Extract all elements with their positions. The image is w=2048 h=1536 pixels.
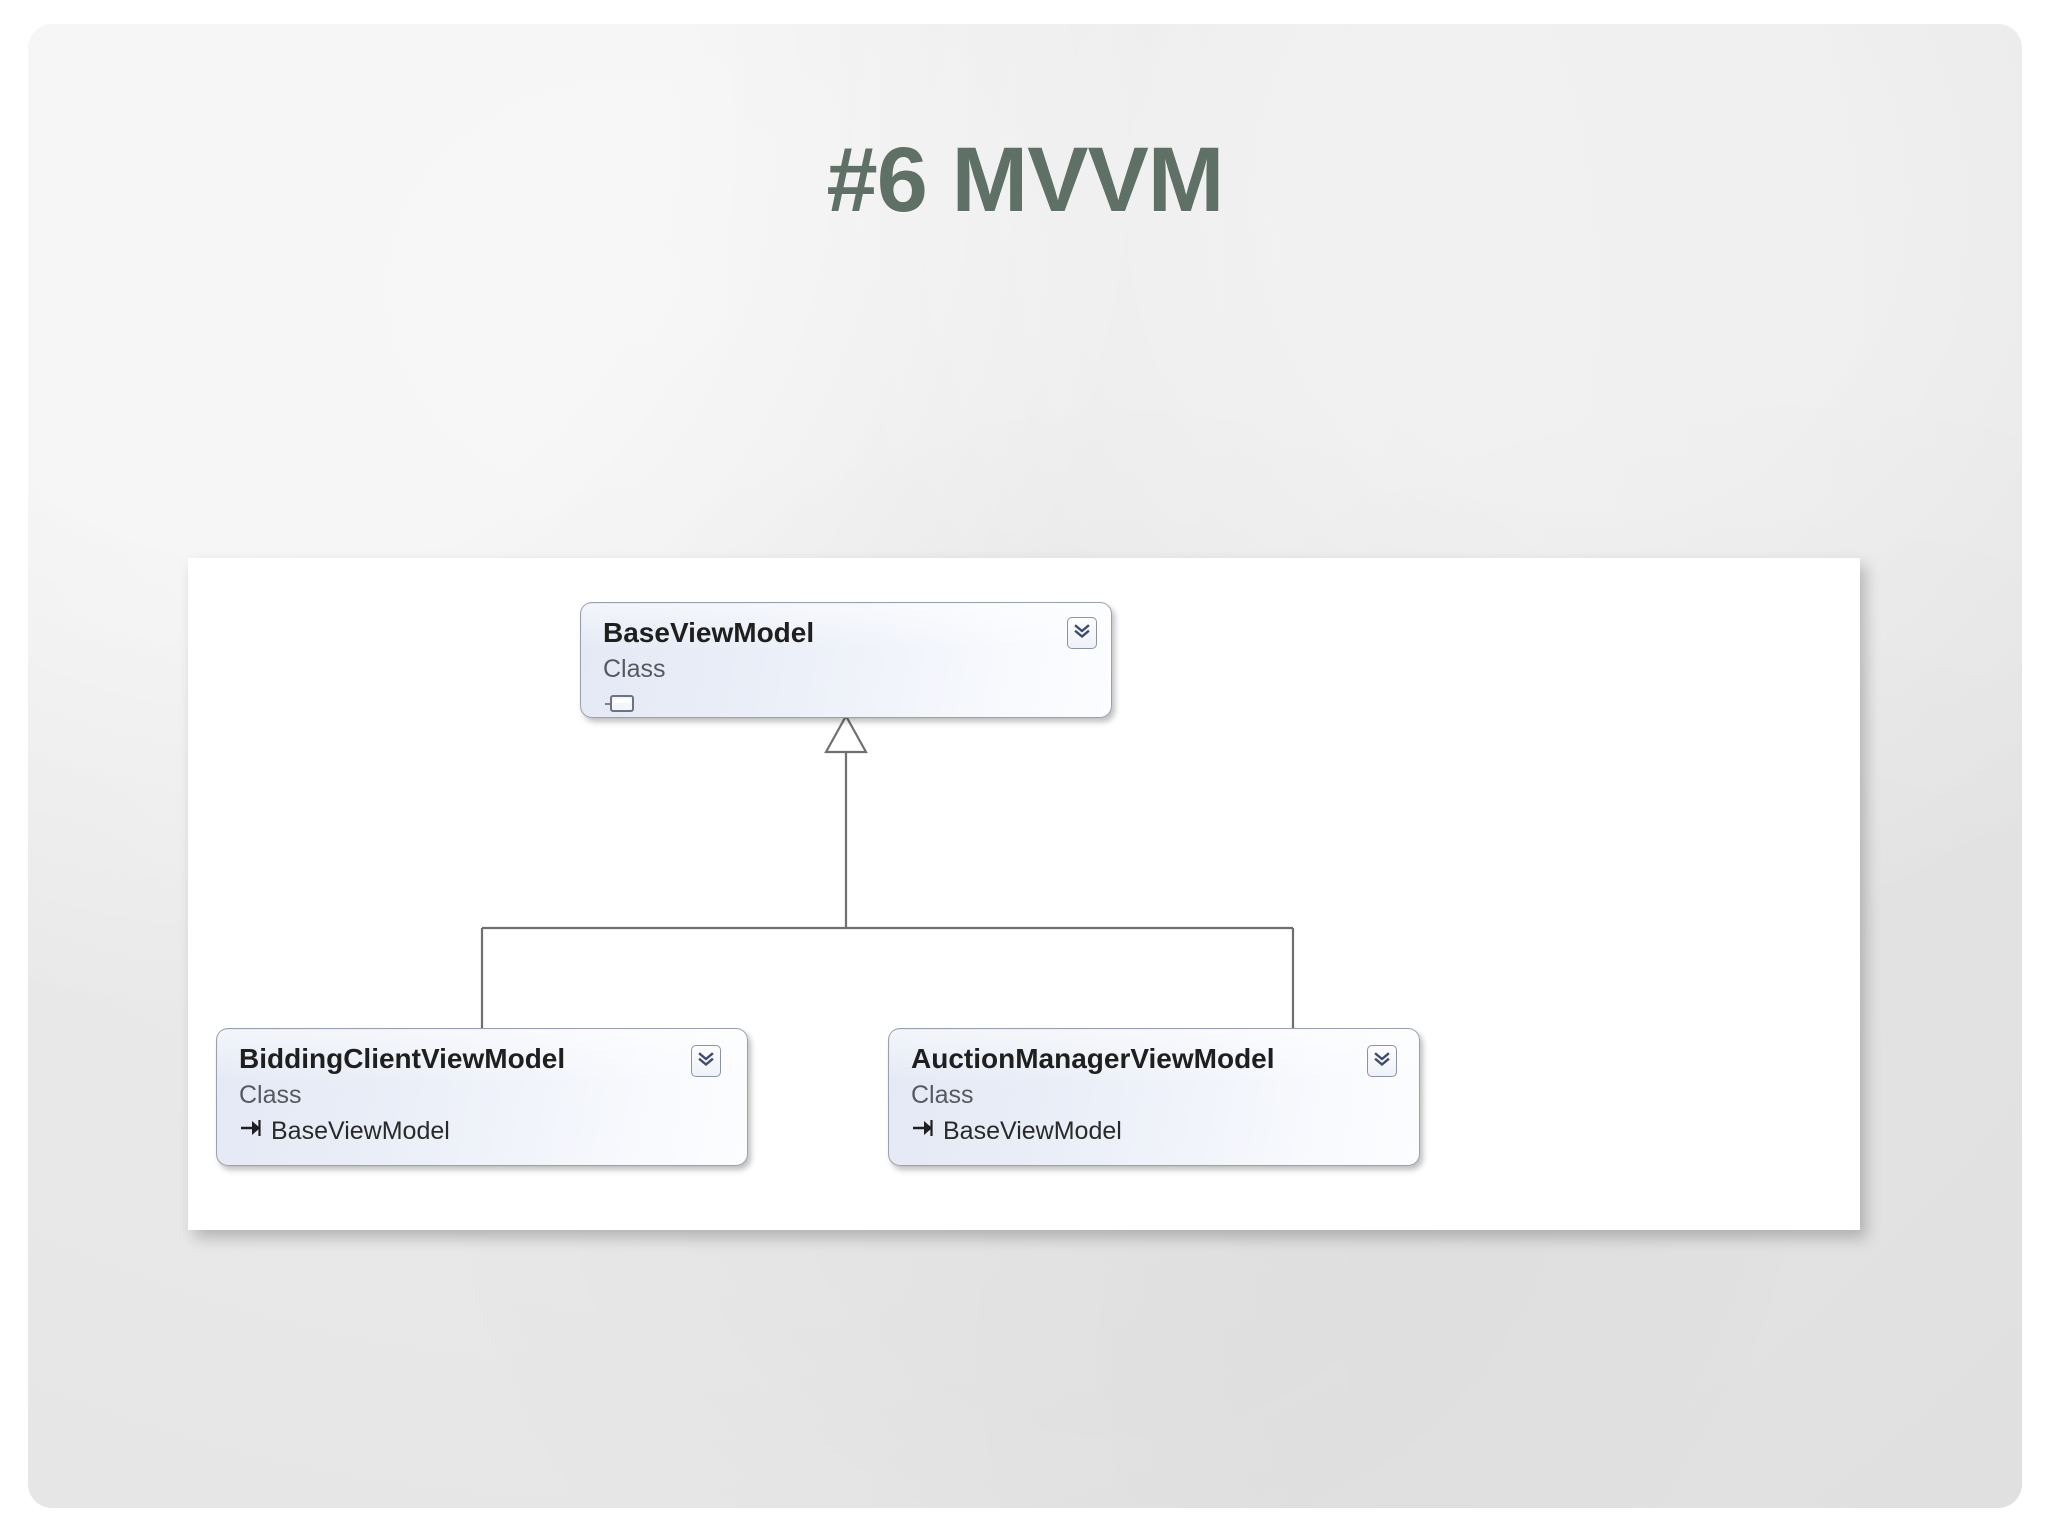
class-box-baseviewmodel[interactable]: BaseViewModel Class xyxy=(580,602,1112,718)
double-chevron-down-icon xyxy=(1073,622,1091,645)
class-kind-label: Class xyxy=(239,1081,302,1109)
base-class-label: BaseViewModel xyxy=(943,1117,1122,1145)
base-class-arrow-icon xyxy=(911,1117,935,1146)
slide-canvas: #6 MVVM BaseViewModel Class xyxy=(28,24,2022,1508)
base-class-row: BaseViewModel xyxy=(239,1117,450,1146)
double-chevron-down-icon xyxy=(1373,1050,1391,1073)
base-class-row: BaseViewModel xyxy=(911,1117,1122,1146)
class-box-auctionmanagerviewmodel[interactable]: AuctionManagerViewModel Class BaseViewMo… xyxy=(888,1028,1420,1166)
class-box-biddingclientviewmodel[interactable]: BiddingClientViewModel Class BaseViewMod… xyxy=(216,1028,748,1166)
base-class-arrow-icon xyxy=(239,1117,263,1146)
class-kind-label: Class xyxy=(911,1081,974,1109)
class-kind-label: Class xyxy=(603,655,666,683)
page-title: #6 MVVM xyxy=(826,129,1225,231)
expand-collapse-button[interactable] xyxy=(691,1045,721,1077)
property-icon xyxy=(603,693,637,717)
class-diagram-panel: BaseViewModel Class xyxy=(188,558,1860,1230)
class-name-label: BiddingClientViewModel xyxy=(239,1043,566,1074)
class-name-label: AuctionManagerViewModel xyxy=(911,1043,1275,1074)
expand-collapse-button[interactable] xyxy=(1067,617,1097,649)
base-class-label: BaseViewModel xyxy=(271,1117,450,1145)
expand-collapse-button[interactable] xyxy=(1367,1045,1397,1077)
class-name-label: BaseViewModel xyxy=(603,617,815,648)
double-chevron-down-icon xyxy=(697,1050,715,1073)
